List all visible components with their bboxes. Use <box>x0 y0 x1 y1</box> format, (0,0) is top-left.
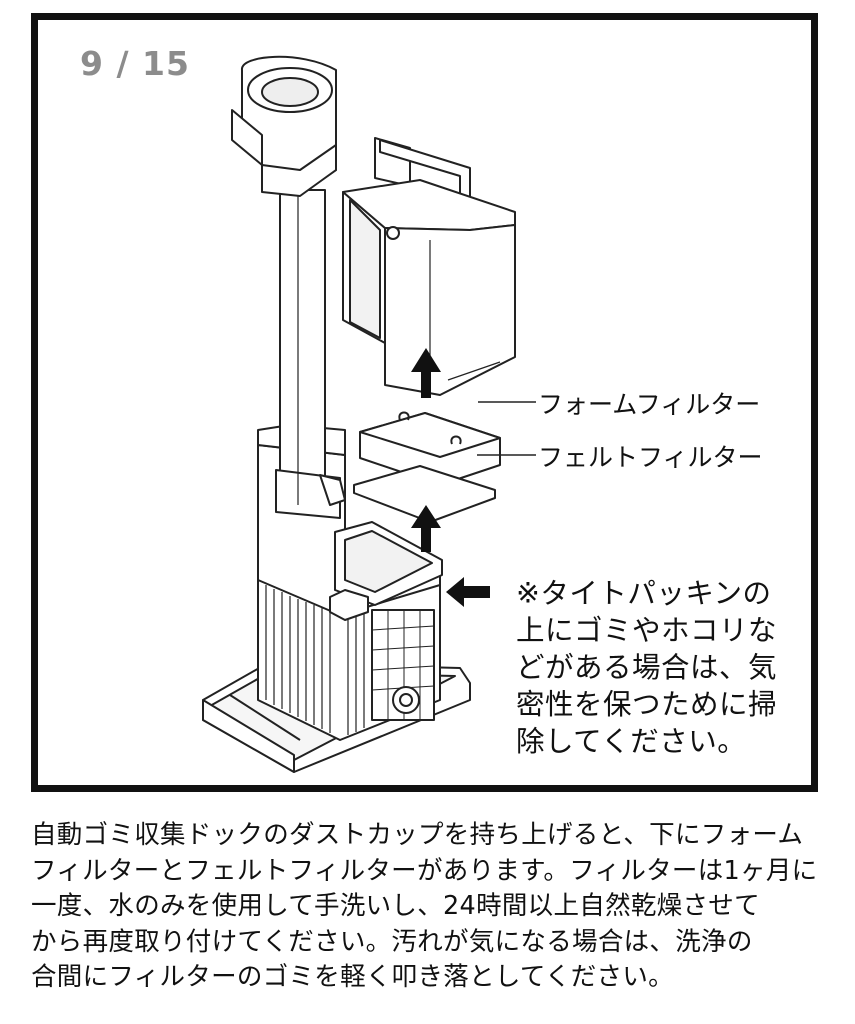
foam-filter <box>359 411 501 486</box>
instruction-line: 自動ゴミ収集ドックのダストカップを持ち上げると、下にフォーム <box>31 820 804 850</box>
page-counter: 9 / 15 <box>80 44 190 83</box>
instruction-line: 一度、水のみを使用して手洗いし、24時間以上自然乾燥させて <box>31 891 760 921</box>
tight-gasket-note: ※タイトパッキンの 上にゴミやホコリな どがある場合は、気 密性を保つために掃 … <box>516 575 786 760</box>
stick-handle <box>231 55 337 197</box>
note-line: どがある場合は、気 <box>516 651 778 684</box>
note-line: 密性を保つために掃 <box>516 688 778 721</box>
note-line: 上にゴミやホコリな <box>516 614 778 647</box>
dust-cup <box>342 137 516 396</box>
felt-filter-label: フェルトフィルター <box>538 443 763 472</box>
instruction-line: 合間にフィルターのゴミを軽く叩き落としてください。 <box>31 962 674 992</box>
dust-bin-opening <box>329 521 443 621</box>
note-line: 除してください。 <box>516 725 747 758</box>
lift-arrow-icon <box>411 348 441 398</box>
foam-filter-label: フォームフィルター <box>538 390 761 419</box>
instruction-line: から再度取り付けてください。汚れが気になる場合は、洗浄の <box>31 926 753 957</box>
instruction-line: フィルターとフェルトフィルターがあります。フィルターは1ヶ月に <box>31 855 818 886</box>
insert-arrow-icon <box>411 505 441 552</box>
instruction-text: 自動ゴミ収集ドックのダストカップを持ち上げると、下にフォーム フィルターとフェル… <box>31 818 831 996</box>
felt-filter <box>353 465 496 523</box>
gasket-pointer-arrow-icon <box>446 577 490 607</box>
note-line: ※タイトパッキンの <box>516 577 772 610</box>
